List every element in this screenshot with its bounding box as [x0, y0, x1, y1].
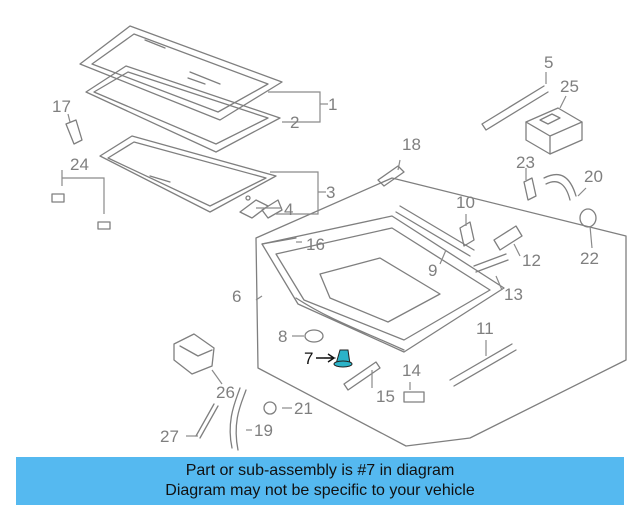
callout-23: 23: [516, 153, 535, 172]
part-16-strip: [261, 237, 297, 245]
part-15-link: [343, 361, 381, 391]
part-25-module: [525, 107, 583, 155]
banner-line-1: Part or sub-assembly is #7 in diagram: [185, 462, 455, 479]
callout-10: 10: [456, 193, 475, 212]
callout-11: 11: [476, 319, 494, 338]
callout-13: 13: [504, 285, 523, 304]
callout-14: 14: [402, 361, 421, 380]
callout-25: 25: [560, 77, 579, 96]
part-26-motor: [173, 333, 215, 375]
callout-21: 21: [294, 399, 313, 418]
part-21-grommet: [263, 401, 277, 415]
callout-12: 12: [522, 251, 541, 270]
callout-15: 15: [376, 387, 395, 406]
banner-line-2: Diagram may not be specific to your vehi…: [165, 482, 475, 499]
part-22-grommet: [579, 208, 597, 228]
part-24-clip-b: [97, 221, 111, 230]
part-18-clip: [377, 165, 405, 187]
part-10-bracket: [459, 221, 475, 247]
callout-20: 20: [584, 167, 603, 186]
callout-5: 5: [544, 53, 553, 72]
part-23-connector: [523, 177, 537, 201]
callout-16: 16: [306, 235, 325, 254]
part-11-cable: [449, 343, 517, 387]
callout-6: 6: [232, 287, 241, 306]
callout-7: 7: [304, 349, 313, 368]
housing-outline: [255, 177, 627, 447]
callout-19: 19: [254, 421, 273, 440]
part-12-bracket: [493, 225, 523, 251]
callout-27: 27: [160, 427, 179, 446]
callout-9: 9: [428, 261, 437, 280]
callout-3: 3: [326, 183, 335, 202]
callout-22: 22: [580, 249, 599, 268]
callout-8: 8: [278, 327, 287, 346]
part-14-block: [403, 391, 425, 403]
seal-frame: [85, 65, 281, 153]
leader-lines: [61, 72, 593, 437]
part-24-clip-a: [51, 193, 65, 203]
guide-clip: [239, 195, 283, 219]
callout-18: 18: [402, 135, 421, 154]
info-banner: Part or sub-assembly is #7 in diagram Di…: [16, 457, 624, 505]
callout-26: 26: [216, 383, 235, 402]
glass-panel: [79, 25, 283, 121]
part-13-rail: [473, 253, 509, 273]
callout-24: 24: [70, 155, 89, 174]
part-8-washer: [304, 329, 324, 343]
callout-4: 4: [284, 200, 293, 219]
part-27-hose: [195, 403, 219, 439]
part-9-rail: [395, 205, 475, 257]
arrow-icon: [316, 353, 336, 363]
callout-2: 2: [290, 113, 299, 132]
part-7-highlighted: [333, 349, 353, 368]
callout-17: 17: [52, 97, 71, 116]
sunshade: [99, 135, 277, 213]
part-19-hose: [229, 387, 247, 451]
part-20-hose: [543, 173, 577, 201]
sunroof-frame: [261, 215, 505, 353]
part-5-rod: [481, 85, 549, 131]
part-17-trim: [65, 119, 83, 145]
callout-1: 1: [328, 95, 337, 114]
